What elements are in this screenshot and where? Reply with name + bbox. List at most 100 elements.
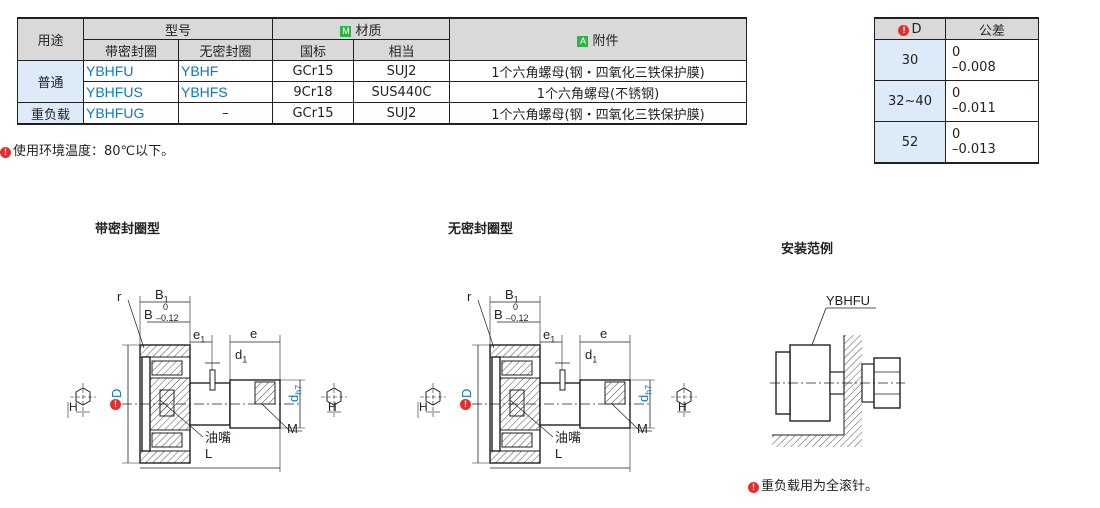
header-usage: 用途 [17,17,84,61]
temperature-note: !使用环境温度：80℃以下。 [0,140,174,159]
tol-d-value: 30 [874,39,946,81]
tol-value: 0–0.011 [945,80,1039,122]
header-accessory-label: 附件 [592,34,619,49]
table-row: 重负载 YBHFUG – GCr15 SUJ2 1个六角螺母(钢・四氧化三铁保护… [17,102,747,125]
label-b1: B1 [155,287,169,305]
tol-upper: 0 [952,86,961,101]
usage-cell: 重负载 [17,102,84,125]
tol-header-tolerance: 公差 [945,17,1039,40]
tolerance-table: !D 公差 30 0–0.008 32~40 0–0.011 52 0–0.01… [874,17,1039,164]
header-with-seal: 带密封圈 [83,39,179,61]
label-e1-sub: 1 [200,334,206,345]
label-oil-nipple: 油嘴 [555,430,582,445]
header-material-label: 材质 [355,23,382,39]
temperature-note-text: 使用环境温度：80℃以下。 [13,144,175,159]
label-b-tol-upper: 0 [163,302,169,312]
label-b: B [144,307,153,322]
table-row: YBHFUS YBHFS 9Cr18 SUS440C 1个六角螺母(不锈钢) [18,81,747,103]
label-d1: d1 [235,347,247,365]
label-e1-main: e [543,327,551,342]
label-h-right: H [678,400,687,414]
label-dh7-sub: h7 [643,384,654,395]
model-with-seal: YBHFU [83,60,179,82]
label-e1-main: e [193,327,201,342]
tol-lower: –0.013 [952,142,996,157]
label-b1-sub: 1 [163,294,169,305]
label-dh7-sub: h7 [293,384,304,395]
accessory-badge-icon: A [577,36,589,47]
material-equivalent: SUS440C [353,81,450,103]
warning-icon: ! [110,399,121,410]
material-gb: GCr15 [272,60,354,82]
table-row: 32~40 0–0.011 [874,80,1039,122]
label-h-right: H [328,400,337,414]
warning-icon: ! [898,24,910,36]
tol-upper: 0 [952,127,961,142]
label-d1-main: d [235,347,243,362]
header-equivalent: 相当 [353,39,450,61]
accessory-cell: 1个六角螺母(钢・四氧化三铁保护膜) [449,102,747,125]
label-b: B [494,307,503,322]
label-dh7-main: d [636,394,651,402]
label-e1-sub: 1 [550,334,556,345]
label-b1-sub: 1 [513,294,519,305]
label-d1: d1 [585,347,597,365]
table-row: 30 0–0.008 [874,39,1039,81]
label-m: M [287,421,298,436]
table-row: 52 0–0.013 [874,121,1039,164]
unsealed-labels: r B1 B 0 –0.12 e1 e d1 D ! dh7 H H 油嘴 M … [350,0,750,508]
label-b-tol-lower: –0.12 [156,313,179,323]
tol-d-value: 32~40 [874,80,946,122]
label-b-tol-lower: –0.12 [506,313,529,323]
tol-lower: –0.008 [952,60,996,75]
label-b1-main: B [505,287,514,302]
label-h-left: H [69,400,78,414]
heavy-load-note: !重负载用为全滚针。 [748,475,878,494]
model-with-seal: YBHFUG [83,102,179,125]
label-b-tol-upper: 0 [513,302,519,312]
label-b1: B1 [505,287,519,305]
label-l: L [555,446,563,461]
label-dh7: dh7 [286,385,304,402]
label-l: L [205,446,213,461]
tol-value: 0–0.008 [945,39,1039,81]
warning-icon: ! [460,399,471,410]
tol-lower: –0.011 [952,101,996,116]
unsealed-type-title: 无密封圈型 [448,222,514,237]
heavy-load-note-text: 重负载用为全滚针。 [761,479,879,494]
label-d1-sub: 1 [592,354,598,365]
warning-icon: ! [0,147,11,158]
label-r: r [467,289,472,304]
material-gb: GCr15 [272,102,354,125]
label-h-left: H [419,400,428,414]
label-oil-nipple: 油嘴 [205,430,232,445]
material-gb: 9Cr18 [272,81,354,103]
accessory-cell: 1个六角螺母(不锈钢) [449,81,747,103]
label-d-diameter: D [109,388,124,398]
label-e: e [600,326,608,341]
tol-value: 0–0.013 [945,121,1039,164]
label-e1: e1 [543,327,555,345]
install-example-title: 安装范例 [781,242,834,257]
install-model-label: YBHFU [826,293,871,308]
tol-upper: 0 [952,45,961,60]
label-dh7-main: d [286,394,301,402]
label-e1: e1 [193,327,205,345]
usage-cell: 普通 [17,60,84,103]
install-example-drawing [770,307,905,447]
label-d1-sub: 1 [242,354,248,365]
material-badge-icon: M [340,25,352,37]
warning-icon: ! [748,482,759,493]
table-row: 普通 YBHFU YBHF GCr15 SUJ2 1个六角螺母(钢・四氧化三铁保… [17,60,747,103]
model-with-seal: YBHFUS [83,81,179,103]
label-m: M [637,421,648,436]
label-e: e [250,326,258,341]
label-d-diameter: D [459,388,474,398]
sealed-type-title: 带密封圈型 [95,222,161,237]
label-d1-main: d [585,347,593,362]
tol-header-d-label: D [911,21,922,37]
